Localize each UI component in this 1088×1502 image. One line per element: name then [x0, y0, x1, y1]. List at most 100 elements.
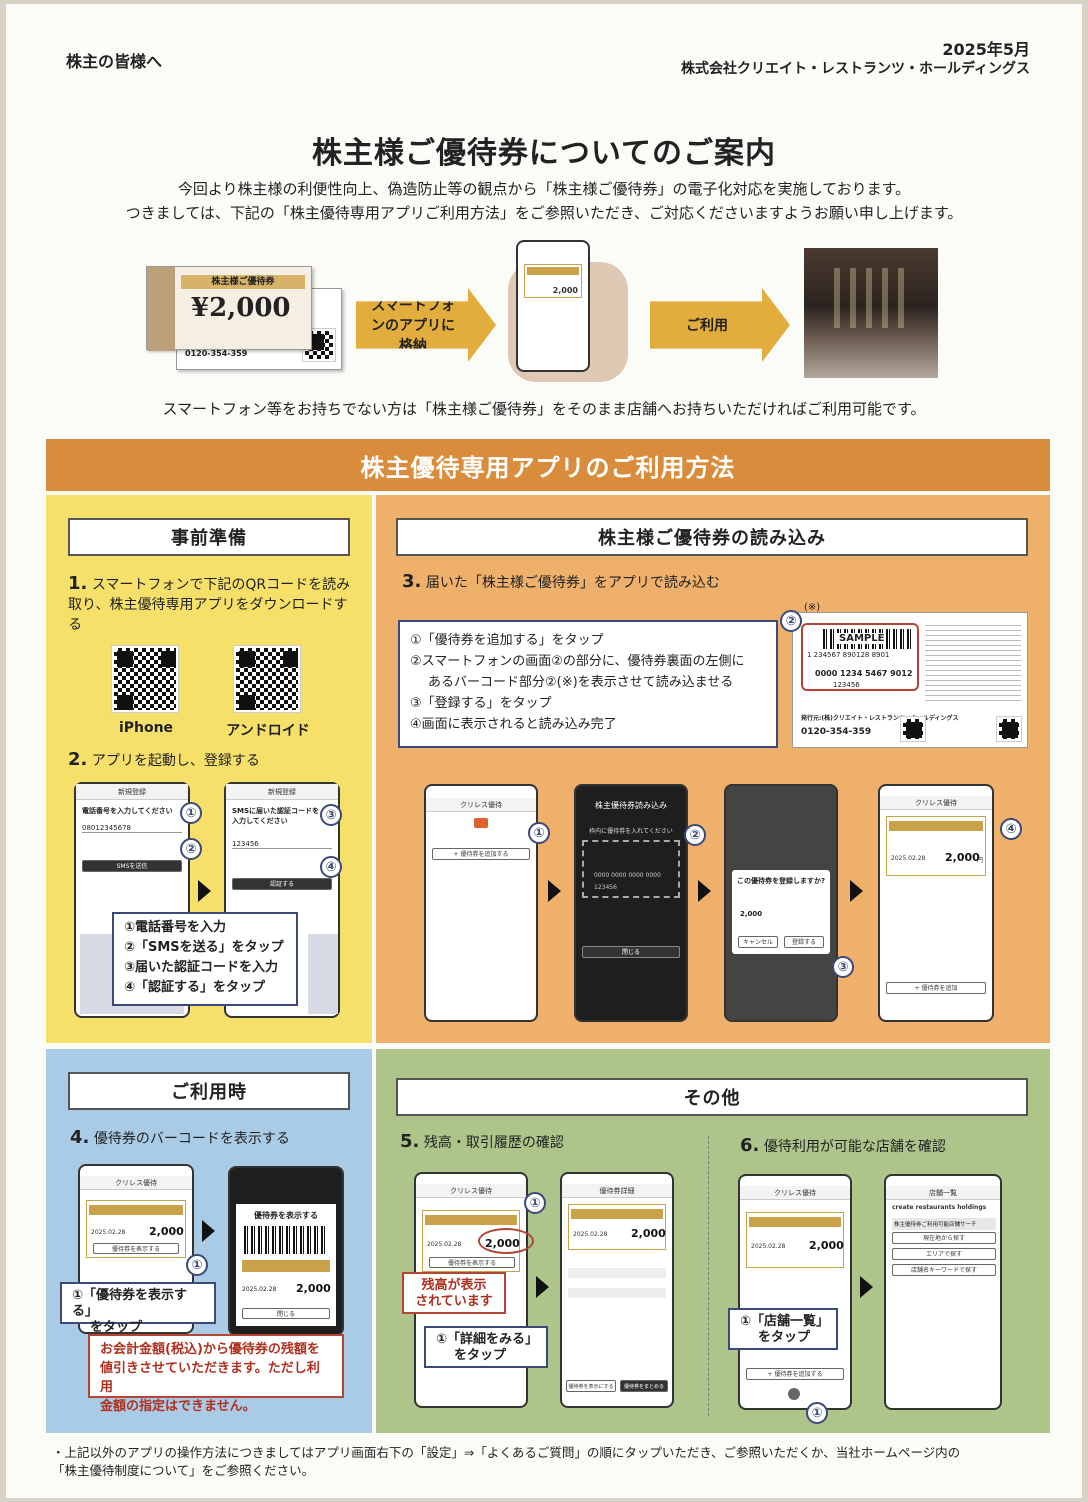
intro-line-2: つきましては、下記の「株主優待専用アプリご利用方法」をご参照いただき、ご対応くだ…	[125, 204, 963, 222]
use-coupon-card: 2025.02.28 2,000 優待券を表示する	[86, 1200, 186, 1258]
scan-code-1: 0000 0000 0000 0000	[594, 872, 661, 879]
use-instruction-line-2: をタップ	[90, 1320, 143, 1335]
qr-iphone-image[interactable]	[111, 645, 179, 713]
ticket-tel: 0120-354-359	[185, 349, 248, 358]
use-phone-b: 優待券を表示する 2025.02.28 2,000 閉じる	[228, 1166, 344, 1336]
read-marker-2: ②	[684, 824, 706, 846]
arrow-right-icon	[536, 1276, 549, 1298]
instruction-6-line-1: ①「店舗一覧」	[740, 1314, 830, 1329]
instruction-6-line-2: をタップ	[758, 1330, 811, 1345]
ticket-fineprint	[925, 625, 1021, 703]
phone-6a-add-button[interactable]: + 優待券を追加する	[746, 1368, 844, 1380]
other-heading: その他	[396, 1078, 1028, 1116]
use-note-line-3: 金額の指定はできません。	[100, 1399, 256, 1414]
arrow-right-icon	[850, 880, 863, 902]
restaurant-photo	[804, 248, 938, 378]
usage-banner: 株主優待専用アプリのご利用方法	[46, 439, 1050, 491]
search-area-button[interactable]: エリアで探す	[892, 1248, 996, 1260]
confirm-amount: 2,000	[740, 910, 763, 918]
phone-6a-amount: 2,000	[809, 1239, 844, 1252]
use-instruction: ①「優待券を表示する」 をタップ	[60, 1282, 216, 1335]
step-5-number: 5.	[400, 1131, 420, 1152]
other-marker-1: ①	[524, 1192, 546, 1214]
page-title: 株主様ご優待券についてのご案内	[311, 136, 777, 171]
other-phone-6b: 店舗一覧 create restaurants holdings 株主優待券ご利…	[884, 1174, 1002, 1410]
qr-android-image[interactable]	[233, 645, 301, 713]
barcode-highlight	[801, 623, 919, 691]
instruction-5: ①「詳細をみる」 をタップ	[424, 1326, 548, 1368]
other-phone-5b: 優待券詳細 2025.02.28 2,000 優待券を表示にする 優待券をまとめ…	[560, 1172, 674, 1408]
use-instruction-line-1: ①「優待券を表示する」	[72, 1288, 188, 1319]
read-instruction-1: ①「優待券を追加する」をタップ	[410, 633, 604, 648]
auth-code-input[interactable]: 123456	[232, 840, 332, 849]
send-sms-button[interactable]: SMSを送信	[82, 860, 182, 872]
scan-code-2: 123456	[594, 884, 617, 891]
store-list-tab-icon[interactable]	[788, 1388, 800, 1400]
step-divider	[708, 1136, 709, 1416]
ticket-back-tel: 0120-354-359	[801, 727, 872, 737]
balance-note-line-1: 残高が表示	[421, 1278, 487, 1293]
use-coupon-date: 2025.02.28	[91, 1229, 126, 1236]
phone-6a-title: クリレス優待	[740, 1186, 850, 1200]
arrow-right-icon	[860, 1276, 873, 1298]
ticket-qr-2	[996, 716, 1022, 742]
confirm-dialog: この優待券を登録しますか? 2,000 キャンセル 登録する	[732, 870, 830, 954]
registered-coupon-card: 2025.02.28 2,000 円	[886, 816, 986, 876]
phone-5a-show-button[interactable]: 優待券を表示する	[429, 1257, 515, 1268]
phone-coupon-stripe	[527, 267, 579, 275]
ticket-front-image: 株主様ご優待券 ¥2,000	[146, 266, 312, 351]
prep-instruction-4: ④「認証する」をタップ	[124, 980, 266, 995]
phone-coupon-card: 2,000	[524, 264, 582, 298]
company-name: 株式会社クリエイト・レストランツ・ホールディングス	[680, 61, 1030, 77]
use-note: お会計金額(税込)から優待券の残額を 値引きさせていただきます。ただし利用 金額…	[88, 1334, 344, 1414]
step-2-text: アプリを起動し、登録する	[91, 753, 260, 769]
phone-5b-title: 優待券詳細	[562, 1184, 672, 1198]
other-step-5: 5. 残高・取引履歴の確認	[400, 1132, 564, 1153]
scan-frame[interactable]	[582, 840, 680, 898]
phone-6a-date: 2025.02.28	[751, 1243, 786, 1250]
coupon-icon	[474, 818, 488, 828]
arrow-right-icon	[202, 1220, 215, 1242]
ticket-pin: 123456	[833, 681, 860, 689]
other-marker-6: ①	[806, 1402, 828, 1424]
ticket-code: 0000 1234 5467 9012	[815, 669, 913, 678]
barcode-screen: 優待券を表示する 2025.02.28 2,000 閉じる	[236, 1204, 336, 1326]
marker-1: ①	[180, 802, 202, 824]
register-button[interactable]: 登録する	[784, 936, 824, 948]
show-coupon-button[interactable]: 優待券を表示する	[93, 1243, 179, 1254]
phone-5b-btn-1[interactable]: 優待券を表示にする	[566, 1380, 616, 1392]
registered-coupon-date: 2025.02.28	[891, 855, 926, 862]
prep-instruction-1: ①電話番号を入力	[124, 920, 227, 935]
barcode-screen-amount: 2,000	[296, 1282, 331, 1295]
phone-6b-title: 店舗一覧	[886, 1186, 1000, 1200]
keypad-edge-image	[308, 934, 338, 1014]
close-scan-button[interactable]: 閉じる	[582, 946, 680, 958]
phone-5a-date: 2025.02.28	[427, 1241, 462, 1248]
flow-arrow-2-label: ご利用	[686, 318, 728, 334]
read-phone-d: クリレス優待 2025.02.28 2,000 円 + 優待券を追加	[878, 784, 994, 1022]
search-current-location-button[interactable]: 現在地から探す	[892, 1232, 996, 1244]
phone-number-input[interactable]: 08012345678	[82, 824, 182, 833]
other-step-6: 6. 優待利用が可能な店舗を確認	[740, 1136, 946, 1157]
step-6-text: 優待利用が可能な店舗を確認	[763, 1139, 946, 1155]
search-keyword-button[interactable]: 店舗名キーワードで探す	[892, 1264, 996, 1276]
prep-phone-2-prompt: SMSに届いた認証コードを入力してください	[232, 807, 320, 825]
close-barcode-button[interactable]: 閉じる	[242, 1308, 330, 1319]
ticket-note-mark: (※)	[804, 602, 821, 613]
read-instructions: ①「優待券を追加する」をタップ ②スマートフォンの画面②の部分に、優待券裏面の左…	[398, 620, 778, 748]
read-phone-b-title: 株主優待券読み込み	[595, 801, 667, 810]
add-coupon-button[interactable]: + 優待券を追加する	[432, 848, 530, 860]
step-4-number: 4.	[70, 1127, 90, 1148]
history-list[interactable]	[568, 1268, 666, 1308]
use-step-4: 4. 優待券のバーコードを表示する	[70, 1128, 290, 1149]
phone-5b-btn-2[interactable]: 優待券をまとめる	[620, 1380, 668, 1392]
instruction-5-line-1: ①「詳細をみる」	[436, 1332, 539, 1347]
cancel-button[interactable]: キャンセル	[738, 936, 778, 948]
add-coupon-button-2[interactable]: + 優待券を追加	[886, 982, 986, 994]
ticket-back-sample: SAMPLE 1 234567 890128 8901 0000 1234 54…	[792, 612, 1028, 748]
prep-instruction-2: ②「SMSを送る」をタップ	[124, 940, 284, 955]
verify-button[interactable]: 認証する	[232, 878, 332, 890]
registered-coupon-unit: 円	[977, 857, 984, 864]
use-phone-a-title: クリレス優待	[80, 1176, 192, 1190]
prep-instructions: ①電話番号を入力 ②「SMSを送る」をタップ ③届いた認証コードを入力 ④「認証…	[112, 912, 298, 1006]
